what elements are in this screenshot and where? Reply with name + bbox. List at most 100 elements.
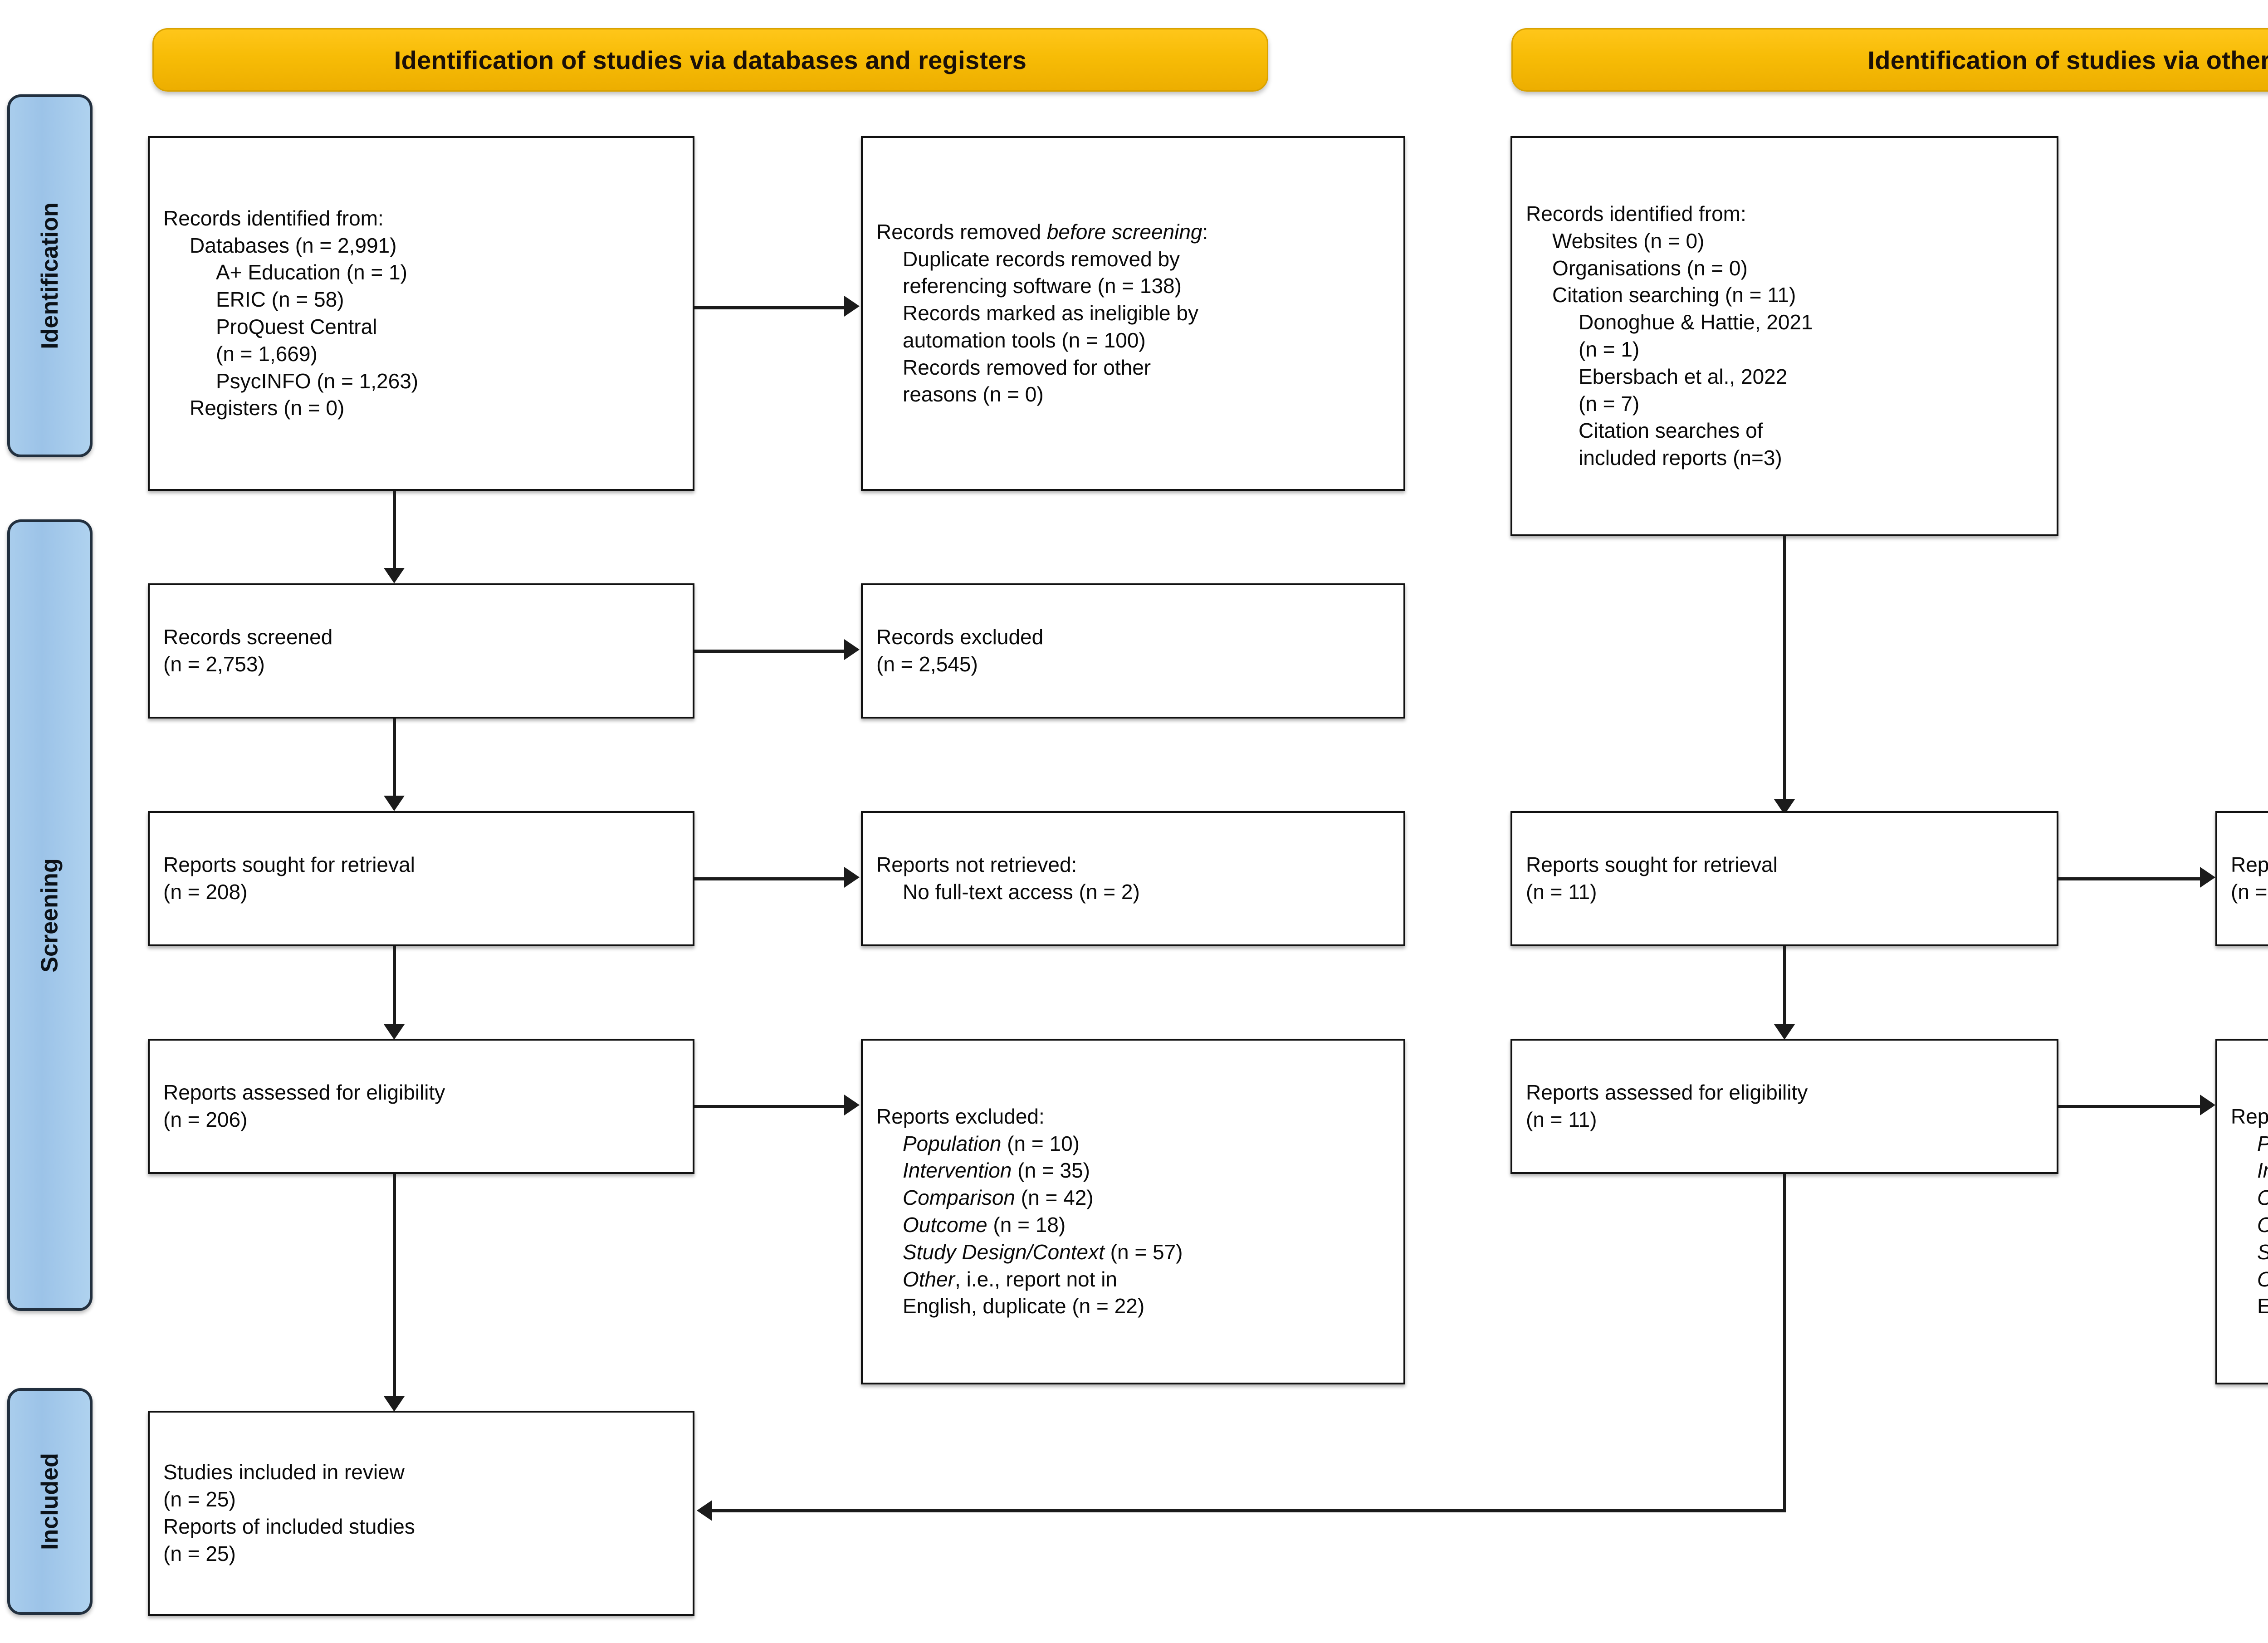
connector-sought-to-assessed — [393, 946, 396, 1024]
box-line: Donoghue & Hattie, 2021 — [1579, 310, 1813, 334]
box-line: (n = 2,753) — [163, 652, 265, 676]
box-line: Study Design/Context (n = 2) — [2231, 1239, 2268, 1266]
box-line: English, duplicate (n = 22) — [903, 1294, 1145, 1318]
box-line: Comparison (n = 42) — [903, 1186, 1094, 1210]
box-line: Organisations (n = 0) — [1552, 256, 1748, 280]
connector-assessed-to-reports-excluded — [694, 1105, 844, 1108]
box-line: Duplicate records removed by — [903, 247, 1180, 271]
box-line: Studies included in review — [163, 1460, 405, 1484]
box-studies-included-in-review: Studies included in review (n = 25) Report… — [148, 1411, 694, 1616]
connector-other-assessed-to-reports-excluded — [2058, 1105, 2200, 1108]
arrowhead-sought-to-not-retrieved — [844, 867, 860, 888]
box-line: Websites (n = 0) — [1552, 229, 1705, 253]
box-records-identified-databases: Records identified from:Databases (n = 2… — [148, 136, 694, 491]
box-line: Intervention (n = 1) — [2257, 1159, 2268, 1183]
box-line: (n = 25) — [163, 1487, 236, 1511]
box-line: (n = 208) — [163, 880, 248, 904]
stage-label-identification-text: Identification — [37, 202, 63, 349]
connector-other-identified-to-sought — [1783, 536, 1786, 799]
arrowhead-sought-to-assessed — [384, 1024, 405, 1040]
box-line: Population (n = 0) — [2231, 1130, 2268, 1158]
banner-other-methods: Identification of studies via other meth… — [1511, 28, 2268, 92]
box-line: English, duplicate (n = 1) — [2257, 1294, 2268, 1318]
connector-identified-to-screened — [393, 491, 396, 568]
box-line: Reports not retrieved: — [876, 853, 1077, 877]
arrowhead-other-sought-to-not-retrieved — [2200, 867, 2215, 888]
box-line: automation tools (n = 100) — [903, 328, 1146, 352]
box-line: (n = 2,545) — [876, 652, 978, 676]
box-line: Study Design/Context (n = 57) — [903, 1240, 1183, 1264]
box-records-excluded: Records excluded (n = 2,545) — [861, 583, 1405, 719]
box-line: Reports sought for retrieval — [163, 853, 415, 877]
box-line: Other, i.e., report not in — [2231, 1266, 2268, 1293]
box-line: Records removed for other — [903, 355, 1151, 379]
box-reports-assessed-databases: Reports assessed for eligibility (n = 206… — [148, 1039, 694, 1174]
box-line: Intervention (n = 35) — [903, 1159, 1090, 1183]
box-reports-assessed-other-methods: Reports assessed for eligibility (n = 11) — [1510, 1039, 2058, 1174]
connector-screened-to-excluded — [694, 650, 844, 653]
box-line: (n = 11) — [1526, 1108, 1597, 1131]
box-line: (n = 25) — [163, 1541, 236, 1565]
arrowhead-assessed-to-reports-excluded — [844, 1095, 860, 1115]
arrowhead-other-assessed-to-included — [697, 1500, 712, 1521]
box-records-identified-other-methods: Records identified from: Websites (n = 0)… — [1510, 136, 2058, 536]
arrowhead-identified-to-screened — [384, 568, 405, 583]
box-line: A+ Education (n = 1) — [216, 260, 407, 284]
box-line: Reports excluded: — [876, 1104, 1045, 1128]
box-line: Reports assessed for eligibility — [1526, 1081, 1808, 1105]
banner-databases-and-registers: Identification of studies via databases … — [152, 28, 1268, 92]
box-line: Reports of included studies — [163, 1515, 415, 1538]
box-line: No full-text access (n = 2) — [903, 880, 1140, 904]
box-line: (n = 1,669) — [216, 342, 318, 366]
box-reports-sought-other-methods: Reports sought for retrieval (n = 11) — [1510, 811, 2058, 946]
box-line: Population (n = 10) — [903, 1131, 1080, 1155]
stage-label-identification: Identification — [7, 94, 93, 457]
box-line: Records excluded — [876, 625, 1044, 649]
box-line: Reports assessed for eligibility — [163, 1081, 445, 1105]
box-line: Comparison (n = 4) — [2231, 1184, 2268, 1212]
box-line: Citation searching (n = 11) — [1552, 283, 1796, 307]
connector-other-assessed-to-included-vertical — [1783, 1174, 1786, 1511]
box-line: Citation searches of — [1579, 419, 1763, 443]
arrowhead-other-assessed-to-reports-excluded — [2200, 1095, 2215, 1115]
box-line: ProQuest Central — [216, 315, 377, 338]
stage-label-screening: Screening — [7, 519, 93, 1311]
box-line: ERIC (n = 58) — [216, 288, 344, 312]
box-line: Reports not retrieved — [2231, 853, 2268, 877]
box-line: Outcome (n = 18) — [903, 1213, 1066, 1237]
box-line: Ebersbach et al., 2022 — [1579, 364, 1788, 388]
banner-other-methods-label: Identification of studies via other meth… — [1867, 45, 2268, 74]
box-line: included reports (n=3) — [1579, 446, 1782, 470]
connector-other-assessed-to-included-horizontal — [712, 1509, 1786, 1512]
box-line: (n = 0) — [2231, 880, 2268, 904]
box-line: Reports excluded: — [2231, 1104, 2268, 1128]
box-reports-sought-databases: Reports sought for retrieval (n = 208) — [148, 811, 694, 946]
connector-identified-to-removed — [694, 306, 844, 309]
stage-label-included-text: Included — [37, 1453, 64, 1550]
box-records-removed-before-screening: Records removed before screening: Duplica… — [861, 136, 1405, 491]
box-line: Records removed before screening: — [876, 220, 1208, 244]
connector-assessed-to-included — [393, 1174, 396, 1396]
box-reports-excluded-databases: Reports excluded: Population (n = 10) Inte… — [861, 1039, 1405, 1384]
arrowhead-screened-to-sought — [384, 796, 405, 811]
arrowhead-screened-to-excluded — [844, 639, 860, 660]
box-line: Records marked as ineligible by — [903, 301, 1198, 325]
box-line: (n = 11) — [1526, 880, 1597, 904]
arrowhead-other-sought-to-assessed — [1774, 1024, 1795, 1040]
box-line: (n = 7) — [1579, 391, 1640, 416]
box-reports-not-retrieved-other-methods: Reports not retrieved (n = 0) — [2215, 811, 2268, 946]
box-line: (n = 206) — [163, 1108, 248, 1131]
box-line: (n = 1) — [1579, 337, 1640, 361]
box-line: Records identified from: — [1526, 202, 1746, 226]
box-line: referencing software (n = 138) — [903, 274, 1182, 298]
box-line: PsycINFO (n = 1,263) — [216, 369, 419, 393]
connector-screened-to-sought — [393, 719, 396, 796]
box-reports-not-retrieved-databases: Reports not retrieved: No full-text acces… — [861, 811, 1405, 946]
box-line: Records screened — [163, 625, 333, 649]
box-line: Records identified from: — [163, 206, 384, 230]
banner-databases-label: Identification of studies via databases … — [394, 45, 1027, 74]
connector-other-sought-to-assessed — [1783, 946, 1786, 1024]
box-line: Reports sought for retrieval — [1526, 853, 1778, 877]
connector-sought-to-not-retrieved — [694, 877, 844, 880]
